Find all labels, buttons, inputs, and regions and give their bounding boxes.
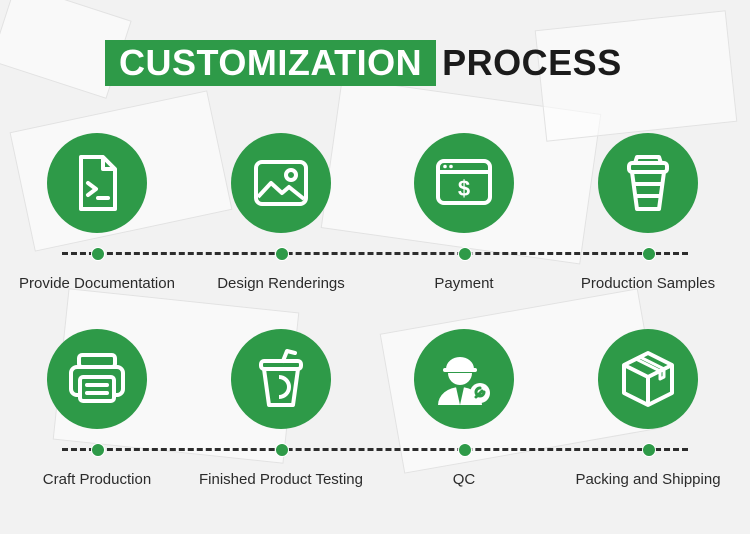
title-rest: PROCESS xyxy=(442,42,622,83)
step-packing-and-shipping: Packing and Shipping xyxy=(558,329,738,488)
step-craft-production: Craft Production xyxy=(7,329,187,488)
step-label: Design Renderings xyxy=(217,275,345,292)
step-circle xyxy=(598,133,698,233)
step-circle xyxy=(231,133,331,233)
timeline-dot xyxy=(458,443,472,457)
step-circle xyxy=(231,329,331,429)
package-box-icon xyxy=(622,351,674,407)
cup-icon xyxy=(627,155,669,211)
step-label: Finished Product Testing xyxy=(199,471,363,488)
document-terminal-icon xyxy=(79,155,117,211)
step-label: Craft Production xyxy=(42,471,152,488)
step-label: Production Samples xyxy=(580,275,716,292)
step-circle xyxy=(47,329,147,429)
printer-icon xyxy=(69,353,125,403)
step-label: Provide Documentation xyxy=(19,275,175,292)
step-label: QC xyxy=(452,471,476,488)
step-circle xyxy=(47,133,147,233)
step-finished-product-testing: Finished Product Testing xyxy=(191,329,371,488)
timeline-dot xyxy=(91,443,105,457)
step-circle xyxy=(414,329,514,429)
step-production-samples: Production Samples xyxy=(558,133,738,292)
cup-with-straw-icon xyxy=(259,349,303,407)
step-qc: QC xyxy=(374,329,554,488)
payment-window-icon: $ xyxy=(436,159,492,205)
title-highlight: CUSTOMIZATION xyxy=(105,40,437,86)
timeline-row-1 xyxy=(62,252,688,255)
worker-inspector-icon xyxy=(438,357,490,405)
step-circle xyxy=(598,329,698,429)
step-provide-documentation: Provide Documentation xyxy=(7,133,187,292)
step-payment: $ Payment xyxy=(374,133,554,292)
step-design-renderings: Design Renderings xyxy=(191,133,371,292)
step-circle: $ xyxy=(414,133,514,233)
timeline-dot xyxy=(275,247,289,261)
timeline-row-2 xyxy=(62,448,688,451)
timeline-dot xyxy=(642,247,656,261)
image-icon xyxy=(254,160,308,206)
step-label: Payment xyxy=(434,275,494,292)
timeline-dot xyxy=(458,247,472,261)
svg-text:$: $ xyxy=(458,176,470,201)
step-label: Packing and Shipping xyxy=(575,471,721,488)
timeline-dot xyxy=(275,443,289,457)
timeline-dot xyxy=(91,247,105,261)
page-title: CUSTOMIZATION PROCESS xyxy=(105,40,628,86)
timeline-dot xyxy=(642,443,656,457)
